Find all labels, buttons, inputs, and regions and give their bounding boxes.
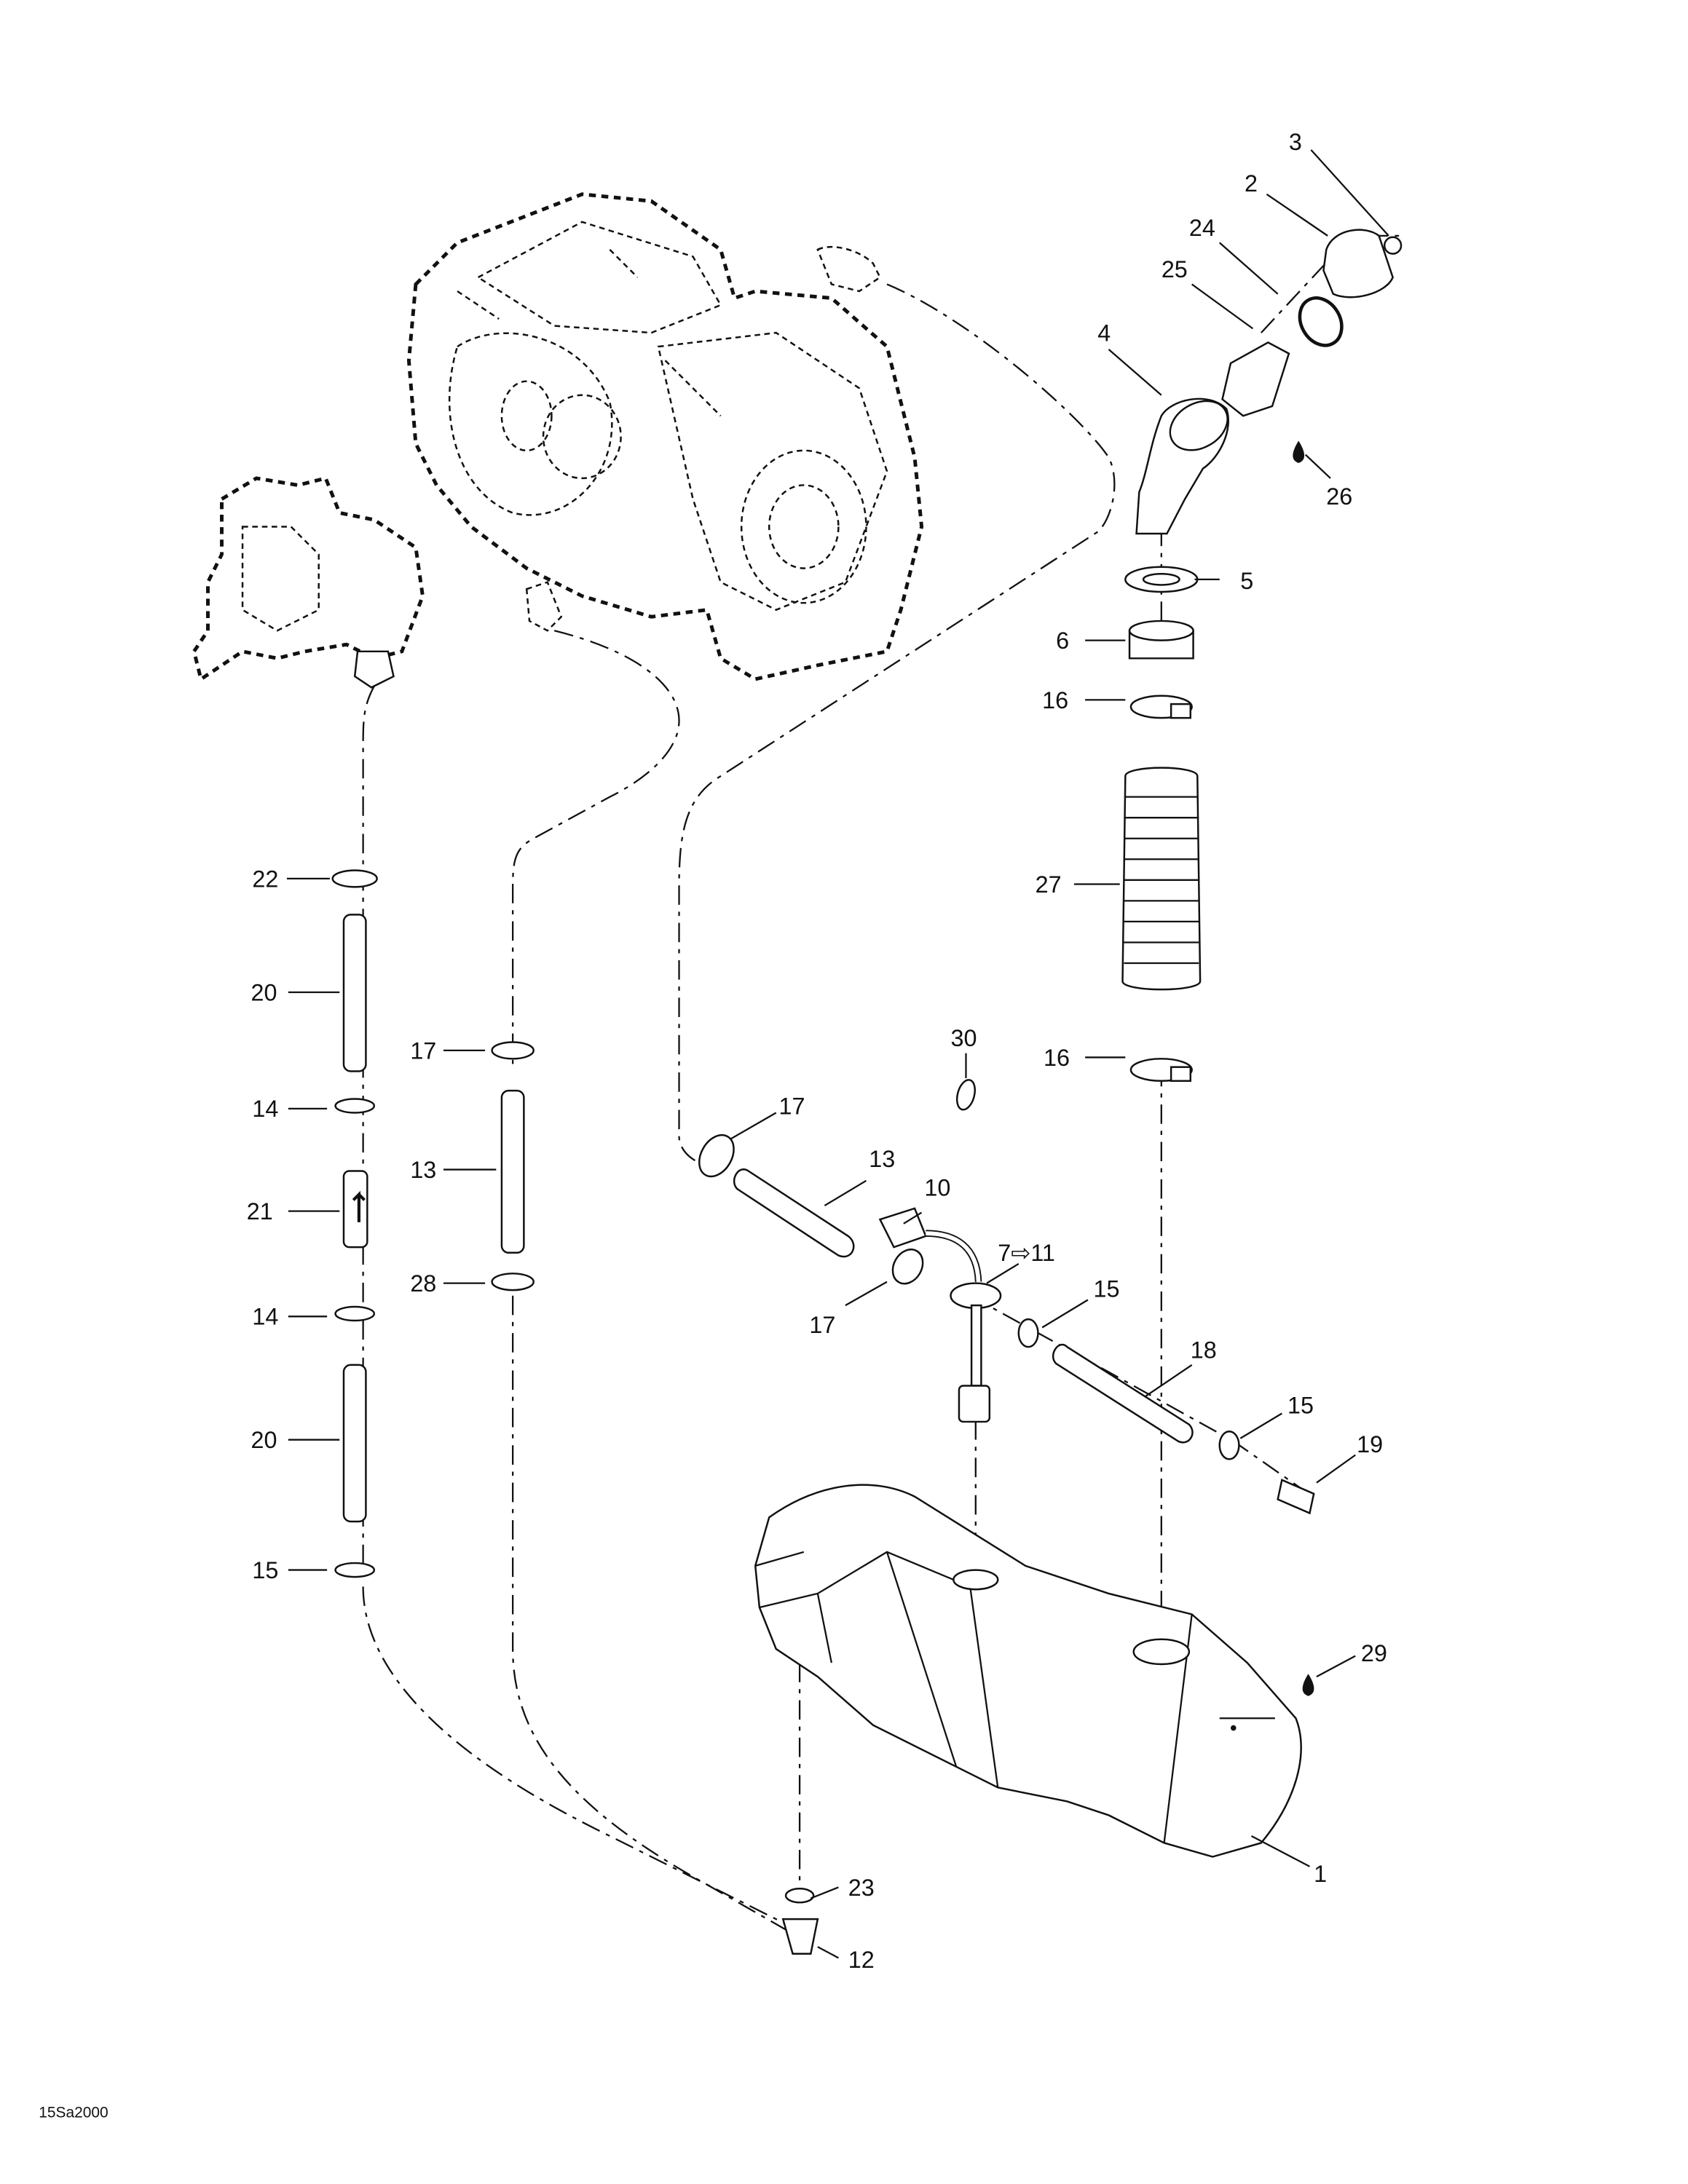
callout-27: 27 [1036,871,1062,898]
callout-17-lower: 17 [809,1312,835,1338]
callout-3: 3 [1289,129,1302,155]
callout-12: 12 [848,1947,875,1973]
oil-drop-icon-29 [1302,1674,1314,1696]
tie-part-14-top [334,1098,376,1114]
callout-7-11: 7⇨11 [998,1240,1055,1266]
callout-21: 21 [247,1198,273,1224]
fuel-sender-part-7-11 [950,1282,1002,1310]
callout-2: 2 [1245,170,1258,197]
callout-20-top: 20 [251,979,277,1005]
hose-part-20-bottom [342,1364,367,1523]
callout-10: 10 [924,1175,950,1201]
hose-part-20-top [342,914,367,1072]
fuel-tank-part-1 [754,1484,1314,1858]
callout-24: 24 [1189,215,1215,241]
hose-part-13-mid [500,1089,525,1254]
callout-28: 28 [410,1270,436,1297]
callout-17-upper: 17 [779,1093,805,1119]
fuel-pump-outline [192,475,425,689]
sender-float [958,1385,991,1423]
tie-part-14-bottom [334,1305,376,1322]
vent-valve-part-25 [1221,341,1290,417]
callout-16-bottom: 16 [1044,1045,1070,1071]
engine-sensor-outline [816,245,882,293]
o-ring-part-24 [1298,296,1344,347]
clamp-part-22 [331,869,378,888]
callout-20-bottom: 20 [251,1427,277,1453]
tie-part-30 [955,1079,977,1111]
callout-26: 26 [1326,483,1352,510]
clamp-part-28 [491,1273,535,1291]
hose-part-13-diagonal [733,1168,855,1258]
bellows-hose-part-27 [1121,767,1202,991]
callout-labels: 3 2 24 25 4 26 5 6 16 27 16 30 22 20 14 … [247,129,1387,1973]
fuel-line-middle-assembly [491,1041,535,1291]
clamp-part-17-upper [698,1133,735,1178]
grommet-part-23 [784,1888,815,1904]
engine-block-outline [406,192,924,681]
callout-6: 6 [1056,628,1069,654]
callout-18: 18 [1191,1337,1217,1363]
fuel-pump-outlet-fitting [353,650,395,689]
callout-15-lower: 15 [1287,1393,1314,1419]
callout-23: 23 [848,1875,875,1901]
hose-part-18 [1052,1344,1194,1444]
callout-leaders [286,149,1389,1959]
tie-part-15-lower [1218,1431,1240,1460]
fuel-cap-part-2 [1322,229,1394,298]
tie-part-15-upper [1017,1318,1039,1348]
callout-1: 1 [1314,1861,1327,1887]
oil-drop-icon-26 [1293,440,1305,463]
callout-30: 30 [951,1025,977,1051]
callout-16-top: 16 [1042,687,1068,713]
callout-22: 22 [252,866,278,892]
callout-25: 25 [1162,256,1188,282]
callout-15-upper: 15 [1094,1276,1120,1302]
fuel-sender-assembly [698,1133,1315,1515]
callout-13-diagonal: 13 [869,1146,895,1172]
tie-part-15-left [334,1562,376,1578]
filler-cap-assembly [1135,229,1403,535]
flow-arrow-icon [352,1190,366,1222]
clamp-part-17-lower [891,1249,924,1285]
callout-15-left: 15 [252,1557,278,1583]
callout-5: 5 [1240,568,1253,594]
callout-29: 29 [1361,1640,1387,1666]
diagram-reference-code: 15Sa2000 [39,2104,108,2121]
callout-4: 4 [1097,320,1111,347]
callout-14-bottom: 14 [252,1304,278,1330]
callout-17-mid: 17 [410,1037,436,1064]
fitting-part-12 [781,1918,819,1955]
callout-14-top: 14 [252,1096,278,1122]
filler-opening [1132,1638,1191,1666]
fuel-line-left-assembly [331,869,378,1578]
clamp-part-17-mid [491,1041,535,1060]
cap-plug-part-3 [1383,236,1403,255]
check-valve-part-19 [1277,1479,1315,1515]
fuel-filter-part-21 [342,1170,368,1249]
callout-19: 19 [1357,1431,1383,1457]
callout-13-mid: 13 [410,1157,436,1183]
filler-hose-assembly [1121,566,1202,1083]
